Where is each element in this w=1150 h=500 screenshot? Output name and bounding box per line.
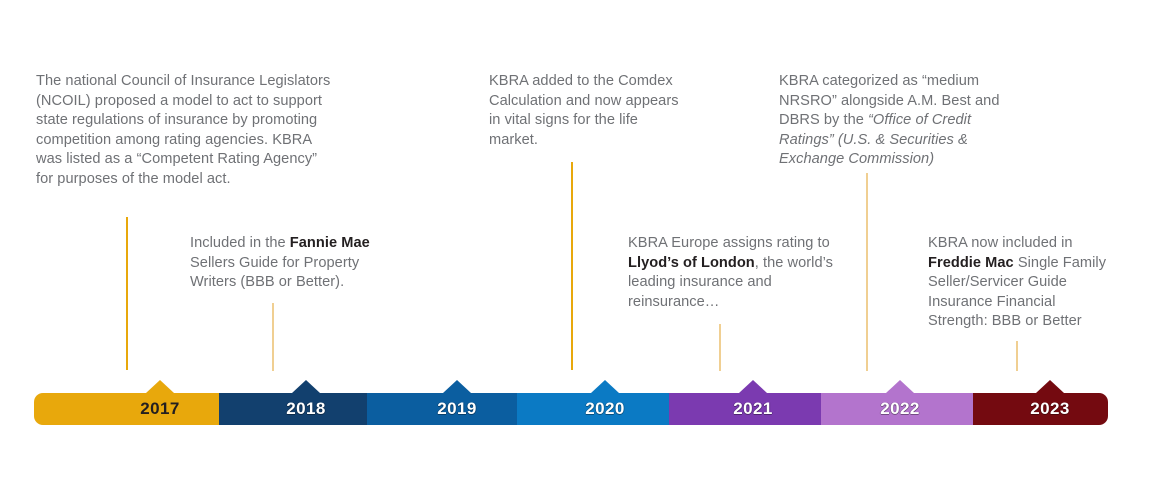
timeline-segment-2020[interactable] [517, 393, 688, 425]
timeline-segment-2021[interactable] [669, 393, 840, 425]
note-2020-run-normal: KBRA added to the Comdex Calculation and… [489, 73, 679, 148]
note-2020: KBRA added to the Comdex Calculation and… [489, 72, 684, 150]
note-2017-run-normal: The national Council of Insurance Legisl… [36, 73, 331, 187]
year-label-2019[interactable]: 2019 [437, 399, 477, 418]
year-label-2022[interactable]: 2022 [880, 399, 920, 418]
timeline-segment-2017[interactable] [34, 393, 238, 425]
year-pointer-2018 [292, 380, 320, 393]
year-label-2020[interactable]: 2020 [585, 399, 625, 418]
year-label-2017[interactable]: 2017 [140, 399, 180, 418]
leader-line-2021 [719, 324, 721, 371]
note-2018: Included in the Fannie Mae Sellers Guide… [190, 234, 405, 293]
year-pointer-2019 [443, 380, 471, 393]
year-label-2021[interactable]: 2021 [733, 399, 773, 418]
timeline-segment-2023[interactable] [973, 393, 1108, 425]
note-2017: The national Council of Insurance Legisl… [36, 72, 331, 190]
note-2022: KBRA categorized as “medium NRSRO” along… [779, 72, 1027, 170]
year-pointer-2021 [739, 380, 767, 393]
year-pointer-2022 [886, 380, 914, 393]
year-pointer-2020 [591, 380, 619, 393]
leader-line-2022 [866, 173, 868, 371]
note-2018-run-bold: Fannie Mae [289, 235, 370, 251]
note-2021-run-bold: Llyod’s of London [628, 254, 755, 271]
leader-line-2020 [571, 162, 573, 370]
note-2021-run-normal: KBRA Europe assigns rating to [628, 235, 830, 251]
timeline-bar [34, 393, 1108, 425]
leader-line-2018 [272, 303, 274, 371]
timeline-segment-2022[interactable] [821, 393, 992, 425]
note-2021: KBRA Europe assigns rating to Llyod’s of… [628, 234, 840, 312]
year-label-2023[interactable]: 2023 [1030, 399, 1070, 418]
note-2023-run-bold: Freddie Mac [928, 254, 1014, 271]
year-label-2018[interactable]: 2018 [286, 399, 326, 418]
year-pointer-2023 [1036, 380, 1064, 393]
note-2021-run-normal: , the world’s leading insurance and rein… [628, 254, 834, 310]
year-pointer-2017 [146, 380, 174, 393]
note-2018-run-normal: Included in the [190, 235, 290, 251]
leader-line-2023 [1016, 341, 1018, 371]
note-2022-run-italic: “Office of Credit Ratings” (U.S. & Secur… [779, 112, 972, 168]
note-2023: KBRA now included in Freddie Mac Single … [928, 234, 1118, 332]
note-2023-run-normal: Single Family Seller/Servicer Guide Insu… [928, 254, 1107, 330]
timeline-segment-2018[interactable] [219, 393, 386, 425]
note-2023-run-normal: KBRA now included in [928, 235, 1073, 251]
note-2018-run-normal: Sellers Guide for Property Writers (BBB … [190, 254, 360, 291]
note-2022-run-normal: KBRA categorized as “medium NRSRO” along… [779, 73, 1000, 129]
leader-line-2017 [126, 217, 128, 370]
timeline-segment-2019[interactable] [367, 393, 536, 425]
